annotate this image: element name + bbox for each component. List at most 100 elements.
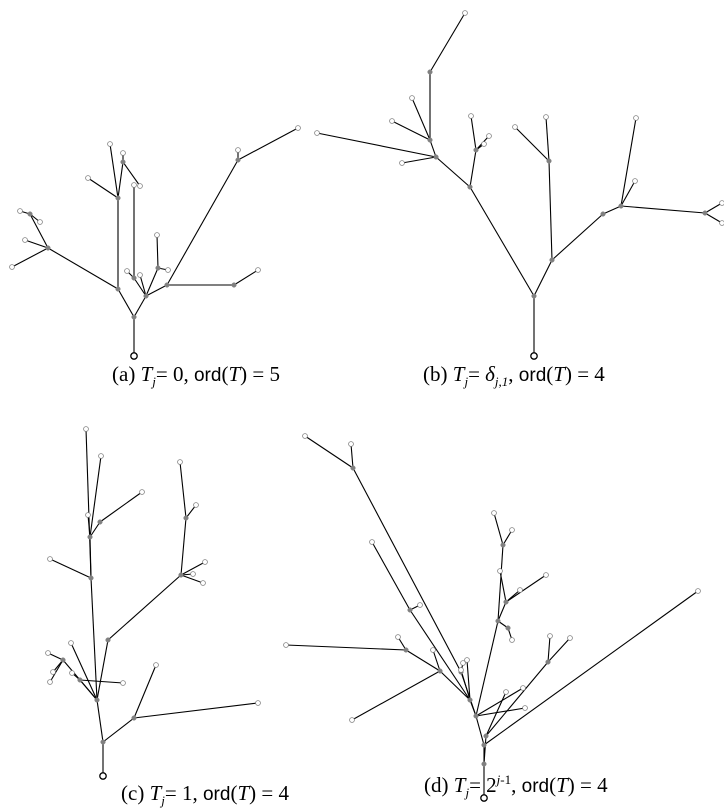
tree-b-internal-node [427, 69, 433, 75]
tree-c-leaf-node [50, 669, 56, 675]
tree-b [314, 10, 724, 360]
tree-c-leaf-node [47, 679, 53, 685]
tree-a-leaf-node [120, 150, 126, 156]
tree-d-edge [466, 659, 471, 701]
tree-d-edge [493, 512, 504, 546]
tree-d-leaf-node [547, 633, 553, 639]
tree-b-leaf-node [719, 220, 724, 226]
tree-d-internal-node [473, 713, 479, 719]
tree-c-edge [89, 455, 102, 538]
tree-b-leaf-node [468, 113, 474, 119]
tree-d-leaf-node [497, 568, 503, 574]
tree-b-leaf-node [399, 160, 405, 166]
tree-a-edge [109, 143, 119, 199]
tree-b-leaf-node [486, 133, 492, 139]
tree-a-edge [117, 288, 135, 318]
tree-d-internal-node [481, 761, 487, 767]
tree-b-leaf-node [462, 10, 468, 16]
tree-c-leaf-node [98, 453, 104, 459]
tree-d-edge [475, 620, 499, 717]
tree-b-edge [620, 117, 637, 207]
tree-b-leaf-node [512, 124, 518, 130]
tree-d-leaf-node [695, 588, 701, 594]
tree-b-internal-node [618, 203, 624, 209]
tree-b-leaf-node [633, 115, 639, 121]
tree-d-internal-node [467, 697, 473, 703]
tree-a-internal-node [155, 265, 161, 271]
tree-a-internal-node [115, 286, 121, 292]
tree-b-edge [470, 115, 477, 151]
tree-c-leaf-node [47, 556, 53, 562]
tree-c-leaf-node [68, 640, 74, 646]
tree-d-edge [409, 609, 471, 701]
tree-d-edge [497, 601, 507, 622]
tree-d-edge [432, 649, 441, 672]
tree-c-leaf-node [255, 700, 261, 706]
tree-d-edge [351, 670, 441, 721]
tree-a-edge [117, 161, 124, 199]
tree-a-leaf-node [235, 147, 241, 153]
tree-b-edge [514, 126, 550, 162]
tree-d-edge [352, 467, 462, 673]
tree-b-edge [704, 212, 723, 224]
tree-d-internal-node [483, 733, 489, 739]
tree-a-leaf-node [85, 175, 91, 181]
tree-d-internal-node [407, 607, 413, 613]
tree-c-leaf-node [193, 502, 199, 508]
tree-c-internal-node [100, 739, 106, 745]
tree-d-edge [439, 670, 471, 701]
tree-c-internal-node [88, 575, 94, 581]
tree-c-edge [133, 664, 157, 719]
tree-b-leaf-node [481, 141, 487, 147]
tree-c-internal-node [178, 572, 184, 578]
tree-b-edge [435, 156, 471, 188]
tree-b-internal-node [467, 184, 473, 190]
tree-d-internal-node [481, 742, 487, 748]
tree-d-edge [505, 589, 521, 603]
tree-a-internal-node [164, 282, 170, 288]
tree-a-edge [24, 239, 49, 249]
tree-c-edge [70, 642, 98, 701]
tree-c-internal-node [94, 697, 100, 703]
tree-b-internal-node [600, 211, 606, 217]
tree-d-edge [547, 635, 551, 663]
tree-b-internal-node [473, 147, 479, 153]
tree-a-edge [145, 284, 168, 297]
tree-d-internal-node [503, 599, 509, 605]
tree-a-edge [233, 269, 259, 286]
tree-a-internal-node [131, 275, 137, 281]
tree-a [9, 125, 301, 360]
tree-c-internal-node [131, 715, 137, 721]
tree-b-edge [602, 205, 622, 215]
tree-d-edge [505, 574, 547, 603]
tree-c-leaf-node [45, 650, 51, 656]
tree-d-internal-node [437, 668, 443, 674]
tree-b-edge [429, 12, 466, 73]
tree-c-internal-node [97, 519, 103, 525]
tree-b-edge [545, 116, 550, 162]
tree-d-leaf-node [503, 689, 509, 695]
tree-c-edge [79, 679, 124, 684]
tree-c-edge [89, 536, 92, 579]
tree-d-leaf-node [491, 510, 497, 516]
tree-c-root-node [99, 772, 107, 780]
tree-c-edge [133, 702, 259, 719]
caption-d: (d) Tj= 2j-1, ord(T) = 4 [424, 772, 608, 801]
tree-a-leaf-node [9, 264, 15, 270]
tree-c-edge [96, 699, 104, 743]
tree-d-edge [485, 691, 507, 737]
tree-a-edge [122, 161, 141, 187]
tree-d-edge [475, 707, 526, 717]
tree-a-edge [29, 213, 49, 249]
tree-d-edge [371, 541, 411, 611]
tree-d-edge [475, 715, 485, 746]
tree-d-edge [460, 669, 471, 701]
tree-c-edge [49, 659, 64, 683]
tree-a-edge [87, 177, 119, 199]
tree-a-edge [156, 234, 159, 269]
tree-d-edge [285, 644, 407, 651]
tree-a-internal-node [131, 314, 137, 320]
tree-b-edge [533, 259, 553, 297]
tree-c-leaf-node [120, 680, 126, 686]
tree-d-leaf-node [417, 602, 423, 608]
